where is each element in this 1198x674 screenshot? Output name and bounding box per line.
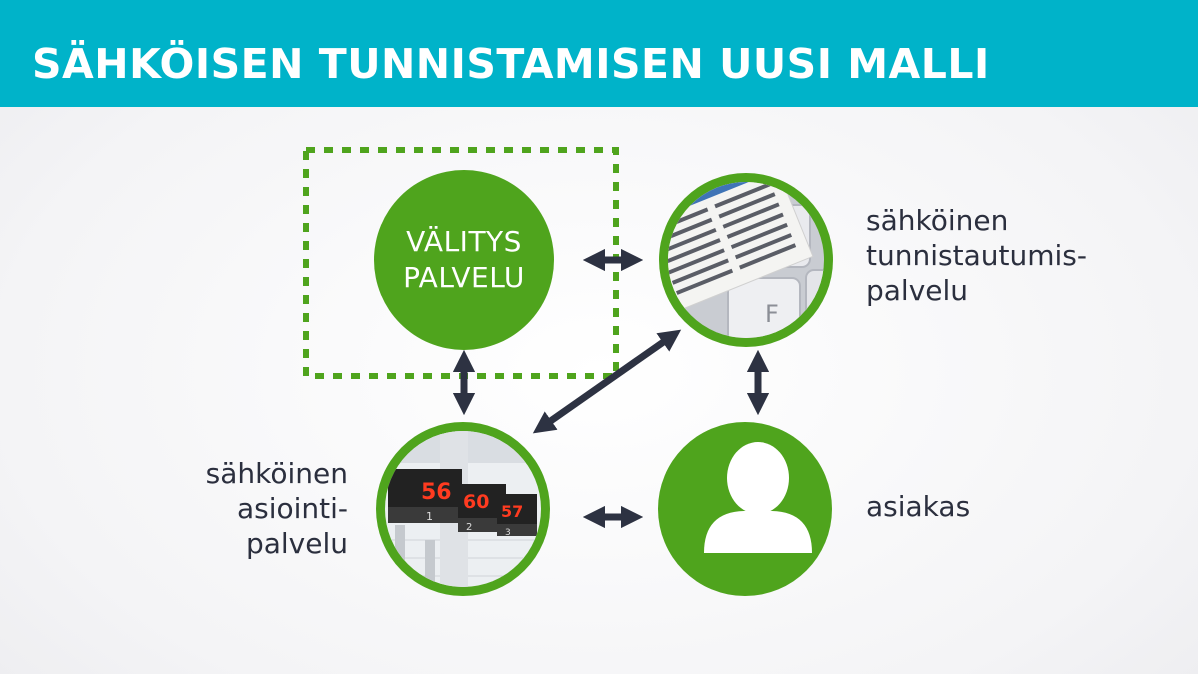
transaction-service-label-line2: asiointi- bbox=[236, 492, 348, 525]
customer-label: asiakas bbox=[866, 490, 971, 523]
counter-number-3: 3 bbox=[505, 528, 511, 538]
identification-service-label-line1: sähköinen bbox=[866, 204, 1009, 237]
customer-circle bbox=[658, 422, 832, 596]
key-letter: F bbox=[765, 300, 779, 328]
queue-number-1: 56 bbox=[421, 480, 452, 505]
transaction-service-label: sähköinen asiointi- palvelu bbox=[150, 456, 348, 561]
broker-label: VÄLITYS PALVELU bbox=[374, 224, 554, 296]
counter-number-1: 1 bbox=[426, 510, 433, 523]
transaction-service-label-line1: sähköinen bbox=[205, 457, 348, 490]
transaction-service-label-line3: palvelu bbox=[245, 527, 348, 560]
queue-display-photo: 56 1 60 2 57 3 bbox=[385, 431, 541, 587]
queue-number-3: 57 bbox=[501, 502, 523, 521]
person-icon bbox=[704, 442, 812, 553]
broker-circle bbox=[374, 170, 554, 350]
header-banner: SÄHKÖISEN TUNNISTAMISEN UUSI MALLI bbox=[0, 0, 1198, 107]
identification-service-label: sähköinen tunnistautumis- palvelu bbox=[866, 203, 1087, 308]
counter-number-2: 2 bbox=[466, 522, 472, 533]
arrow-identification-transaction bbox=[532, 329, 682, 434]
broker-label-line1: VÄLITYS bbox=[406, 225, 522, 258]
identification-service-circle: F bbox=[659, 173, 833, 347]
broker-label-line2: PALVELU bbox=[403, 261, 525, 294]
transaction-service-circle: 56 1 60 2 57 3 bbox=[376, 422, 550, 596]
identification-service-label-line2: tunnistautumis- bbox=[866, 239, 1087, 272]
identification-service-label-line3: palvelu bbox=[866, 274, 969, 307]
page-title: SÄHKÖISEN TUNNISTAMISEN UUSI MALLI bbox=[32, 40, 990, 88]
queue-number-2: 60 bbox=[463, 491, 489, 513]
